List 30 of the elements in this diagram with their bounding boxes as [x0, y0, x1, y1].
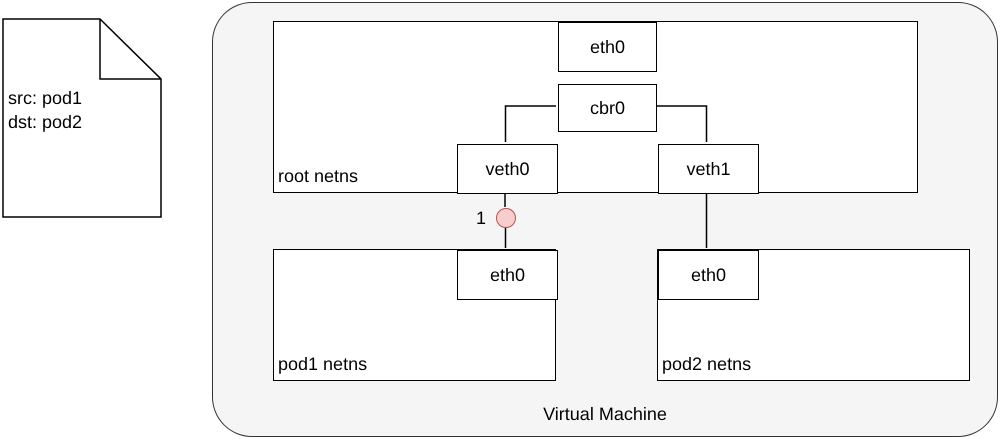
- step-marker: [496, 208, 516, 228]
- interface-name: veth0: [485, 158, 530, 180]
- packet-field-text: src: pod1: [8, 87, 82, 110]
- interface-box: [658, 144, 759, 194]
- machine-label: Virtual Machine: [542, 403, 668, 426]
- bridge-box: [558, 84, 657, 132]
- namespace-box: [273, 249, 556, 381]
- interface-name: eth0: [490, 264, 526, 286]
- virtual-machine-box: [212, 2, 998, 437]
- packet-document: [2, 18, 162, 218]
- interface-name: cbr0: [590, 96, 625, 120]
- namespace-label: pod1 netns: [278, 353, 368, 376]
- interface-box: [457, 250, 558, 300]
- connector-line: [504, 192, 506, 207]
- namespace-box: [657, 249, 970, 381]
- packet-field-text: dst: pod2: [8, 111, 82, 134]
- interface-box: [558, 22, 657, 72]
- namespace-label: root netns: [278, 165, 358, 188]
- interface-name: eth0: [590, 36, 626, 58]
- namespace-label: pod2 netns: [662, 353, 752, 376]
- interface-box: [658, 250, 759, 300]
- connector-line: [655, 105, 708, 142]
- connector-line: [706, 192, 708, 248]
- step-number: 1: [476, 208, 486, 228]
- interface-name: veth1: [686, 158, 731, 180]
- interface-name: eth0: [690, 264, 726, 286]
- connector-line: [504, 105, 556, 142]
- connector-line: [504, 227, 506, 248]
- namespace-box: [273, 21, 918, 193]
- interface-box: [457, 144, 558, 194]
